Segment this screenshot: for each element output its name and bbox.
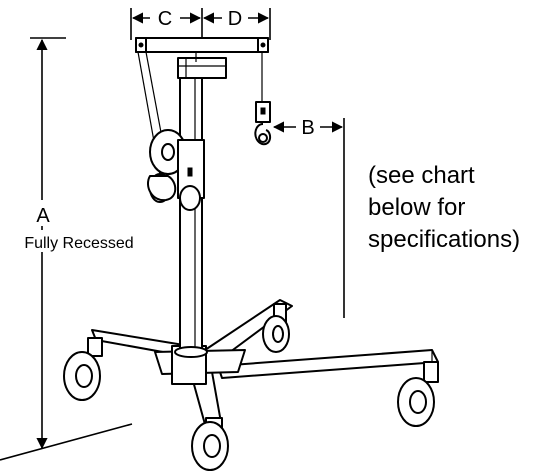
winch-assembly [137,51,205,211]
dimension-a: A Fully Recessed [0,37,160,461]
dim-b-letter: B [301,117,314,139]
dim-c-letter: C [158,8,172,30]
dim-a-bottom-extension [0,423,133,461]
caster-wheels [63,303,439,471]
dim-d-letter: D [228,8,242,30]
dim-a-caption: Fully Recessed [24,235,133,252]
dim-a-letter: A [36,205,50,227]
cable-hook [254,52,272,146]
specifications-note: (see chart below for specifications) [368,162,520,253]
dimension-c-d: C D [130,8,271,40]
base-legs [91,299,439,429]
note-line-3: specifications) [368,226,520,253]
top-head [135,37,269,79]
mast-column [171,61,208,385]
dimension-b: B [272,117,345,318]
lift-illustration [63,37,439,471]
note-line-1: (see chart [368,162,475,189]
note-line-2: below for [368,194,465,221]
